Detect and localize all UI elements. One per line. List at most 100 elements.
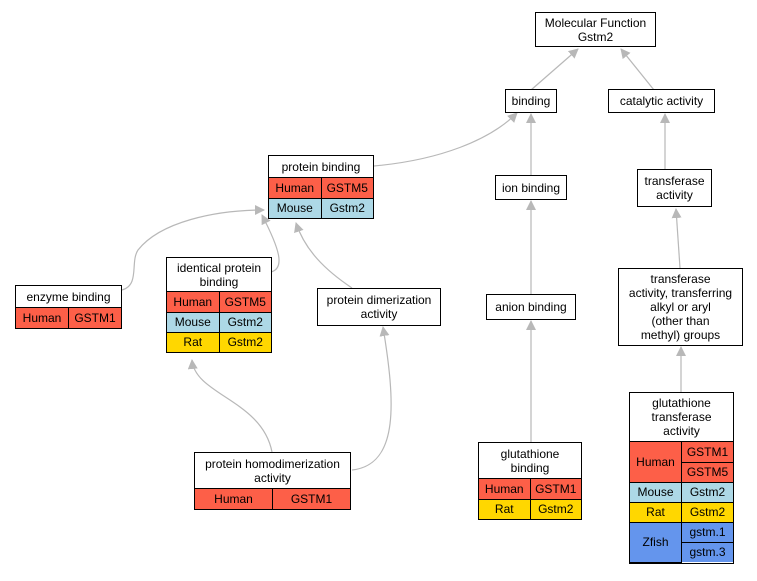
gene-cell: Gstm2 (218, 311, 271, 333)
node-transferase-activity-line2: activity (656, 188, 693, 202)
node-dimerization-line1: protein dimerization (326, 293, 432, 307)
node-transferase-activity-line1: transferase (644, 174, 705, 188)
gene-cell: gstm.1 (681, 521, 733, 543)
gene-cell: GSTM1 (272, 489, 350, 509)
node-enzyme-binding-header: enzyme binding (16, 286, 121, 308)
node-protein-binding-label: protein binding (281, 159, 361, 174)
node-gst-line3: activity (663, 424, 700, 438)
species-cell: Human (16, 308, 69, 328)
edge-homodimer-identical (187, 359, 273, 453)
node-catalytic-activity-label: catalytic activity (619, 94, 704, 108)
species-cell: Mouse (630, 481, 682, 503)
node-identical-protein-binding[interactable]: identical protein binding Human GSTM5 Mo… (166, 257, 272, 353)
species-cell: Zfish (630, 521, 682, 563)
node-alkyl-line3: alkyl or aryl (650, 300, 711, 314)
table-row: Zfish gstm.1 (630, 521, 733, 563)
node-anion-binding[interactable]: anion binding (486, 294, 576, 320)
gene-cell: GSTM1 (529, 479, 581, 500)
node-molecular-function-line2: Gstm2 (577, 29, 614, 44)
gene-cell: gstm.3 (681, 541, 733, 562)
gene-cell: GSTM5 (320, 178, 373, 199)
node-transferase-activity[interactable]: transferase activity (637, 169, 712, 207)
node-protein-binding-table: Human GSTM5 Mouse Gstm2 (269, 178, 373, 218)
node-catalytic-activity[interactable]: catalytic activity (608, 89, 715, 113)
node-alkyl-line5: methyl) groups (640, 328, 721, 342)
node-enzyme-binding[interactable]: enzyme binding Human GSTM1 (15, 285, 122, 329)
table-row: gstm.3 (630, 541, 733, 562)
species-cell: Rat (167, 331, 220, 352)
edge-enzymebinding-proteinbinding (121, 205, 265, 291)
edge-proteinbinding-binding (373, 112, 518, 167)
node-binding-label: binding (511, 94, 551, 108)
gene-cell: GSTM1 (68, 308, 121, 328)
node-dimerization-line2: activity (360, 307, 398, 321)
node-alkyl-line4: (other than (651, 314, 710, 328)
gene-cell: GSTM5 (218, 292, 271, 313)
species-cell: Rat (630, 501, 682, 523)
species-cell: Human (269, 178, 322, 199)
node-gst-table: Human GSTM1 GSTM5 Mouse Gstm2 Rat Gstm2 … (630, 442, 733, 563)
edge-dimerization-proteinbinding (294, 222, 353, 289)
node-glutathione-binding-header: glutathione binding (479, 443, 581, 479)
edge-catalytic-root (620, 48, 655, 91)
node-identical-protein-binding-table: Human GSTM5 Mouse Gstm2 Rat Gstm2 (167, 292, 271, 352)
node-glutathione-binding-line1: glutathione (500, 446, 560, 461)
node-alkyl-line2: activity, transferring (628, 286, 733, 300)
node-ion-binding[interactable]: ion binding (495, 175, 567, 200)
node-protein-dimerization-activity[interactable]: protein dimerization activity (317, 288, 441, 326)
species-cell: Human (167, 292, 220, 313)
node-identical-line2: binding (199, 274, 239, 289)
species-cell: Human (195, 489, 273, 509)
table-row: GSTM5 (630, 461, 733, 483)
node-gst-line1: glutathione (652, 396, 711, 410)
node-gst-line2: transferase (651, 410, 712, 424)
table-row: Rat Gstm2 (167, 331, 271, 352)
species-cell: Human (630, 442, 682, 483)
table-row: Mouse Gstm2 (167, 311, 271, 333)
node-protein-binding[interactable]: protein binding Human GSTM5 Mouse Gstm2 (268, 155, 374, 219)
species-cell: Mouse (269, 197, 322, 218)
node-homodimer-line2: activity (254, 470, 291, 485)
table-row: Human GSTM1 (16, 308, 121, 328)
edge-identical-proteinbinding (261, 214, 280, 273)
node-glutathione-binding-line2: binding (510, 460, 550, 475)
node-identical-protein-binding-header: identical protein binding (167, 258, 271, 292)
edge-homodimer-dimerization (351, 326, 392, 471)
table-row: Human GSTM5 (167, 292, 271, 313)
node-glutathione-binding[interactable]: glutathione binding Human GSTM1 Rat Gstm… (478, 442, 582, 520)
node-transferase-alkyl-aryl[interactable]: transferase activity, transferring alkyl… (618, 268, 743, 346)
gene-cell: Gstm2 (681, 481, 733, 503)
gene-cell: Gstm2 (218, 331, 271, 352)
node-homodimer-table: Human GSTM1 (195, 489, 350, 509)
gene-cell: GSTM1 (681, 442, 733, 463)
gene-cell: GSTM5 (681, 461, 733, 483)
node-glutathione-transferase-activity[interactable]: glutathione transferase activity Human G… (629, 392, 734, 564)
node-protein-binding-header: protein binding (269, 156, 373, 178)
node-homodimer-line1: protein homodimerization (205, 456, 340, 471)
node-binding[interactable]: binding (505, 89, 557, 113)
species-cell: Rat (479, 498, 531, 519)
node-enzyme-binding-table: Human GSTM1 (16, 308, 121, 328)
node-homodimer-header: protein homodimerization activity (195, 453, 350, 489)
table-row: Rat Gstm2 (479, 498, 581, 519)
node-glutathione-binding-table: Human GSTM1 Rat Gstm2 (479, 479, 581, 519)
edge-binding-root (530, 48, 579, 91)
node-protein-homodimerization-activity[interactable]: protein homodimerization activity Human … (194, 452, 351, 510)
species-cell: Mouse (167, 311, 220, 333)
node-identical-line1: identical protein (176, 260, 262, 275)
table-row: Human GSTM1 (195, 489, 350, 509)
table-row: Human GSTM1 (479, 479, 581, 500)
node-alkyl-line1: transferase (650, 272, 711, 286)
node-molecular-function-line1: Molecular Function (544, 15, 647, 30)
node-gst-header: glutathione transferase activity (630, 393, 733, 442)
node-anion-binding-label: anion binding (495, 300, 567, 314)
gene-cell: Gstm2 (529, 498, 581, 519)
table-row: Mouse Gstm2 (630, 481, 733, 503)
gene-cell: Gstm2 (681, 501, 733, 523)
node-enzyme-binding-label: enzyme binding (26, 289, 111, 304)
table-row: Rat Gstm2 (630, 501, 733, 523)
table-row: Human GSTM5 (269, 178, 373, 199)
node-ion-binding-label: ion binding (501, 180, 561, 195)
species-cell: Human (479, 479, 531, 500)
node-molecular-function[interactable]: Molecular Function Gstm2 (535, 12, 656, 47)
